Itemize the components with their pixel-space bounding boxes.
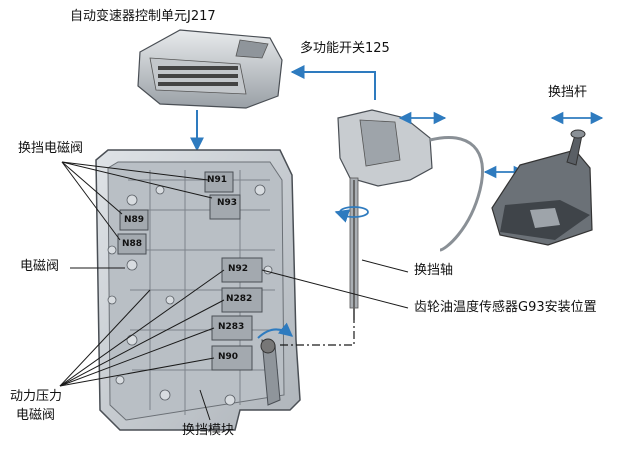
shift-solenoid-label: 换挡电磁阀 xyxy=(18,141,84,156)
pressure-solenoid-label-line2: 电磁阀 xyxy=(16,408,56,423)
selector-lever-assembly xyxy=(491,129,593,246)
solenoid-label: 电磁阀 xyxy=(20,259,60,274)
shift-shaft-label: 换挡轴 xyxy=(414,263,454,278)
valve-tag-n88: N88 xyxy=(122,239,143,249)
leader-lines xyxy=(59,161,409,421)
pressure-solenoid-label-line1: 动力压力 xyxy=(10,389,63,404)
valve-tag-n93: N93 xyxy=(217,198,238,208)
valve-tag-n91: N91 xyxy=(207,175,228,185)
valve-body-housing xyxy=(95,149,301,431)
multi-function-switch xyxy=(337,109,433,320)
valve-tag-n282: N282 xyxy=(226,294,253,304)
shift-module-label: 换挡模块 xyxy=(182,423,235,438)
valve-tag-n90: N90 xyxy=(218,352,239,362)
valve-tag-n92: N92 xyxy=(228,264,249,274)
multi-function-switch-label: 多功能开关125 xyxy=(300,41,390,56)
temp-sensor-label: 齿轮油温度传感器G93安装位置 xyxy=(414,300,597,315)
valve-tag-n283: N283 xyxy=(218,322,245,332)
ecu-label: 自动变速器控制单元J217 xyxy=(70,9,216,24)
valve-tag-n89: N89 xyxy=(124,215,145,225)
selector-lever-label: 换挡杆 xyxy=(548,85,588,100)
ecu-module xyxy=(137,29,283,109)
